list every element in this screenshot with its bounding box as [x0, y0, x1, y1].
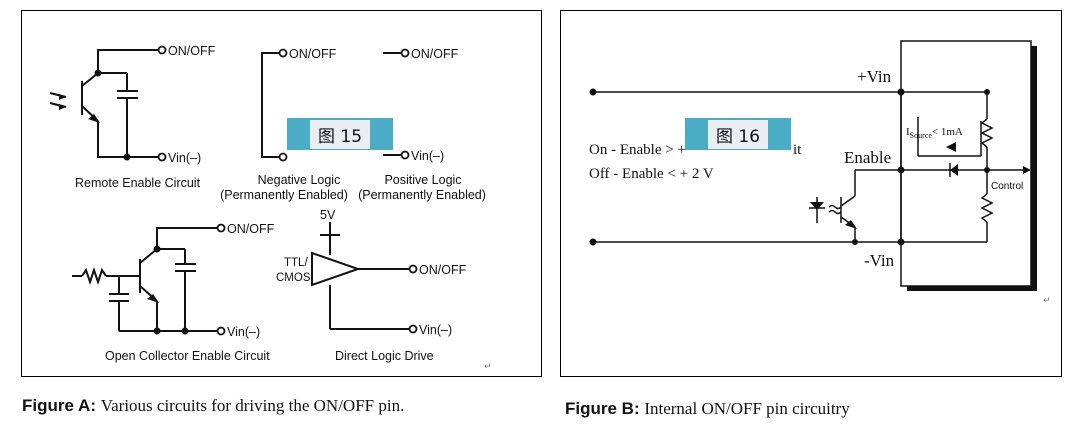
figure-b-panel: +Vin -Vin Enable Control ISource< 1mA On… [560, 10, 1062, 377]
figure-15-tag: 图 15 [287, 118, 393, 150]
figure-a-arrows [59, 94, 159, 303]
isource-subscript: Source [910, 131, 933, 140]
remote-onoff-label: ON/OFF [168, 44, 216, 58]
direct-logic-title: Direct Logic Drive [335, 349, 434, 363]
neg-logic-onoff-label: ON/OFF [289, 47, 337, 61]
dld-vin-label: Vin(–) [419, 323, 452, 337]
oc-wire-top [156, 227, 218, 249]
figure-16-tag: 图 16 [685, 118, 791, 150]
oc-onoff-label: ON/OFF [227, 222, 275, 236]
figure-b-caption: Figure B: Internal ON/OFF pin circuitry [565, 399, 850, 419]
minus-vin-terminal [589, 238, 597, 246]
enable-label: Enable [844, 148, 891, 167]
figure-16-tag-text: 图 16 [707, 119, 769, 149]
plus-vin-terminal [589, 88, 597, 96]
remote-wire-top [97, 49, 159, 73]
positive-logic-title: Positive Logic [384, 173, 461, 187]
on-condition-text: On - Enable > + [589, 142, 686, 158]
pos-logic-vin-label: Vin(–) [411, 149, 444, 163]
negative-logic-title: Negative Logic [258, 173, 341, 187]
isource-label: ISource< 1mA [906, 126, 963, 140]
isource-value: < 1mA [932, 126, 963, 138]
isource-arrow [946, 142, 956, 152]
off-condition-text: Off - Enable < + 2 V [589, 166, 714, 182]
oc-vin-label: Vin(–) [227, 325, 260, 339]
ttl-label: TTL/ [284, 257, 308, 269]
oc-resistor [81, 266, 107, 286]
plus-vin-label: +Vin [857, 67, 892, 86]
return-mark-b: ↵ [1043, 296, 1051, 306]
terminal-circles [157, 45, 418, 336]
return-mark: ↵ [484, 362, 492, 372]
negative-logic-wire [261, 52, 280, 158]
figure-a-caption-label: Figure A: [22, 396, 96, 415]
control-label: Control [991, 181, 1023, 192]
module-box [900, 40, 1032, 287]
cmos-label: CMOS [276, 272, 311, 284]
control-arrow [1023, 166, 1031, 174]
opto-coupling-wave [828, 204, 842, 210]
figure-b-caption-label: Figure B: [565, 399, 640, 418]
dld-onoff-label: ON/OFF [419, 263, 467, 277]
negative-logic-subtitle: (Permanently Enabled) [220, 188, 348, 202]
pullup-resistor [980, 118, 994, 148]
open-collector-title: Open Collector Enable Circuit [105, 349, 270, 363]
positive-logic-subtitle: (Permanently Enabled) [358, 188, 486, 202]
on-condition-tail: it [793, 142, 802, 158]
pos-logic-onoff-label: ON/OFF [411, 47, 459, 61]
supply-5v-label: 5V [320, 208, 336, 222]
remote-enable-title: Remote Enable Circuit [75, 176, 201, 190]
led-diode-symbol [810, 202, 824, 210]
junction-dots [94, 69, 189, 335]
logic-buffer-triangle [311, 251, 362, 287]
figure-a-caption: Figure A: Various circuits for driving t… [22, 396, 404, 416]
figure-15-tag-text: 图 15 [309, 119, 371, 149]
figure-a-caption-text: Various circuits for driving the ON/OFF … [100, 396, 405, 415]
minus-vin-label: -Vin [864, 251, 895, 270]
figure-a-diagram: ON/OFF Vin(–) ON/OFF ON/OFF Vin(–) ON/OF… [49, 44, 492, 372]
figure-b-caption-text: Internal ON/OFF pin circuitry [644, 399, 850, 418]
remote-vin-label: Vin(–) [168, 151, 201, 165]
figure-b-diagram: +Vin -Vin Enable Control ISource< 1mA On… [589, 40, 1051, 306]
isource-symbol: I [906, 126, 910, 138]
emitter-arrow [88, 114, 100, 123]
pulldown-resistor [980, 193, 994, 223]
protection-diode [950, 164, 958, 176]
figure-a-panel: ON/OFF Vin(–) ON/OFF ON/OFF Vin(–) ON/OF… [21, 10, 542, 377]
